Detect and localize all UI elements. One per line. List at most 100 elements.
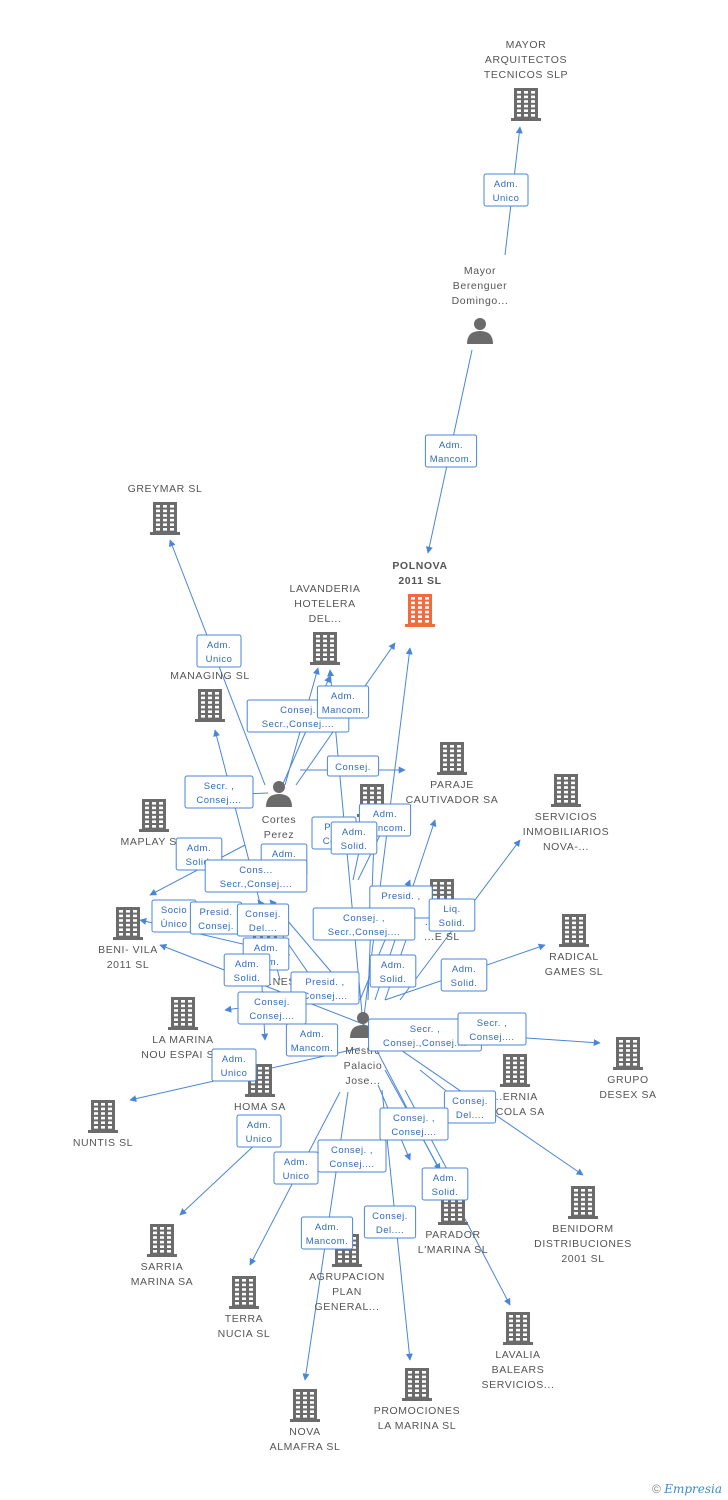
edge-role-label[interactable]: Consej.Del.... — [236, 903, 290, 937]
edge-role-label[interactable]: Liq.Solid. — [428, 898, 476, 932]
edge-role-text: Solid. — [234, 973, 261, 984]
edge-role-label[interactable]: Adm.Unico — [273, 1151, 319, 1185]
node-label: DESEX SA — [599, 1089, 656, 1101]
building-icon — [503, 1312, 533, 1345]
edge-role-text: Único — [161, 919, 188, 930]
edge-role-label[interactable]: Presid.Consej. — [189, 901, 243, 935]
node-label: PLAN — [332, 1286, 362, 1298]
edge-role-label[interactable]: Consej. ,Consej.... — [317, 1139, 387, 1173]
node-label: Berenguer — [453, 280, 507, 292]
person-icon — [467, 318, 493, 344]
edge-role-text: Unico — [221, 1068, 248, 1079]
edge-role-text: Secr.,Consej.... — [328, 927, 400, 938]
edge-role-text: Consej. — [335, 762, 371, 773]
edge-role-label[interactable]: Adm.Mancom. — [316, 685, 370, 719]
edge-role-label[interactable]: Presid. ,Consej.... — [290, 971, 360, 1005]
edge-role-text: Consej. — [280, 705, 316, 716]
company-node[interactable]: LAVANDERIAHOTELERADEL... — [290, 583, 361, 665]
edge-role-text: Secr.,Consej.... — [220, 879, 292, 890]
company-node[interactable]: GREYMAR SL — [128, 483, 203, 535]
edge-role-text: Mancom. — [322, 705, 365, 716]
node-label: SERVICIOS — [535, 811, 597, 823]
edge-role-text: Consej. — [452, 1096, 488, 1107]
node-label: CAUTIVADOR SA — [406, 794, 499, 806]
edge-role-label[interactable]: Secr. ,Consej.... — [457, 1012, 527, 1046]
node-label: TERRA — [225, 1313, 264, 1325]
edge-role-label[interactable]: Consej.Consej.... — [237, 991, 307, 1025]
node-label: 2011 SL — [398, 575, 441, 587]
edge-role-label[interactable]: Consej.Del.... — [363, 1205, 417, 1239]
building-icon — [139, 799, 169, 832]
edge-role-label[interactable]: Adm.Solid. — [369, 954, 417, 988]
company-node[interactable]: ...ERNIA...COLA SA — [485, 1054, 545, 1118]
node-label: BENIDORM — [552, 1223, 613, 1235]
company-node[interactable]: AGRUPACIONPLANGENERAL... — [309, 1234, 385, 1313]
edges-layer — [129, 126, 601, 1381]
building-icon — [551, 774, 581, 807]
edge-role-label[interactable]: Adm.Unico — [236, 1114, 282, 1148]
company-node[interactable]: LAVALIABALEARSSERVICIOS... — [482, 1312, 555, 1391]
edge-role-label[interactable]: Consej. ,Secr.,Consej.... — [312, 907, 416, 941]
building-icon — [500, 1054, 530, 1087]
node-label: PARADOR — [425, 1229, 480, 1241]
edge-role-text: Adm. — [439, 440, 463, 451]
edge-role-label[interactable]: Adm.Unico — [483, 173, 529, 207]
node-label: HOMA SA — [234, 1101, 286, 1113]
edge-role-label[interactable]: Cons...Secr.,Consej.... — [204, 859, 308, 893]
edge-role-text: Socio — [161, 905, 187, 916]
edge-role-label[interactable]: Adm.Solid. — [440, 958, 488, 992]
edge-role-label[interactable]: Adm.Unico — [211, 1048, 257, 1082]
edge-role-text: Consej. — [372, 1211, 408, 1222]
edge-role-text: Secr.,Consej.... — [262, 719, 334, 730]
node-label: BALEARS — [492, 1364, 545, 1376]
edge-role-text: Unico — [283, 1171, 310, 1182]
edge-role-text: Adm. — [272, 849, 296, 860]
edge-role-label[interactable]: Secr. ,Consej.... — [184, 775, 254, 809]
edge-role-text: Secr. , — [477, 1018, 507, 1029]
edge-role-text: Unico — [493, 193, 520, 204]
edge-role-text: Solid. — [341, 841, 368, 852]
edge-role-label[interactable]: Adm.Solid. — [223, 953, 271, 987]
edge-role-text: Adm. — [381, 960, 405, 971]
brand-logo[interactable]: Empresia — [664, 1482, 722, 1496]
edge-role-label[interactable]: Consej. ,Consej.... — [379, 1107, 449, 1141]
node-label: TECNICOS SLP — [484, 69, 568, 81]
edge-role-label[interactable]: Adm.Solid. — [330, 821, 378, 855]
company-node[interactable]: NUNTIS SL — [73, 1100, 133, 1149]
edge-role-label[interactable]: Consej. — [326, 755, 380, 777]
company-node[interactable]: SERVICIOSINMOBILIARIOSNOVA-... — [523, 774, 610, 853]
person-node[interactable]: MestrePalacioJose... — [344, 1012, 383, 1087]
company-node[interactable]: MAPLAY S... — [121, 799, 188, 848]
edge-role-text: Adm. — [300, 1029, 324, 1040]
edge-role-label[interactable]: Adm.Mancom. — [300, 1216, 354, 1250]
edge-role-label[interactable]: Adm.Unico — [196, 634, 242, 668]
building-icon — [437, 742, 467, 775]
node-label: HOTELERA — [294, 598, 355, 610]
edge-role-text: Solid. — [432, 1187, 459, 1198]
edge-role-label[interactable]: Adm.Mancom. — [424, 434, 478, 468]
edge-role-label[interactable]: Adm.Solid. — [421, 1167, 469, 1201]
building-icon — [147, 1224, 177, 1257]
person-icon — [266, 781, 292, 807]
person-node[interactable]: MayorBerenguerDomingo... — [452, 265, 509, 344]
edge-role-text: Consej. — [198, 921, 234, 932]
node-label: LA MARINA SL — [378, 1420, 456, 1432]
edge-role-label[interactable]: Adm.Mancom. — [285, 1023, 339, 1057]
node-label: GREYMAR SL — [128, 483, 203, 495]
edge-role-label[interactable]: Consej.Del.... — [443, 1090, 497, 1124]
node-label: MAYOR — [506, 39, 547, 51]
